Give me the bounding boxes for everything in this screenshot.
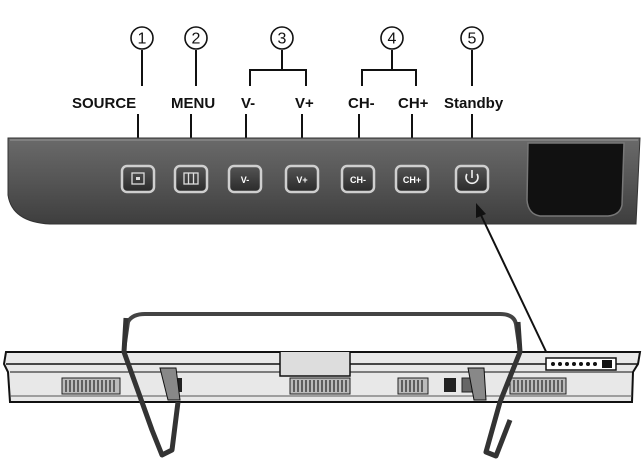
label-channel-up: CH+	[398, 95, 429, 112]
pointer-arrow	[476, 203, 551, 361]
channel-down-glyph: CH-	[350, 175, 366, 185]
label-channel-down: CH-	[348, 95, 375, 112]
source-button[interactable]	[120, 164, 156, 194]
callout-3: 3	[249, 26, 307, 86]
label-volume-up: V+	[295, 95, 314, 112]
menu-icon	[183, 172, 199, 185]
volume-up-button[interactable]: V+	[284, 164, 320, 194]
volume-down-button[interactable]: V-	[227, 164, 263, 194]
channel-down-button[interactable]: CH-	[340, 164, 376, 194]
label-menu: MENU	[171, 95, 215, 112]
callout-5-number: 5	[468, 31, 477, 48]
volume-down-glyph: V-	[241, 175, 250, 185]
callout-1: 1	[130, 26, 154, 86]
channel-up-glyph: CH+	[403, 175, 421, 185]
label-volume-down: V-	[241, 95, 255, 112]
callout-2: 2	[184, 26, 208, 86]
volume-up-glyph: V+	[296, 175, 307, 185]
channel-up-button[interactable]: CH+	[394, 164, 430, 194]
tv-bottom-view	[2, 312, 642, 459]
callout-1-number: 1	[138, 31, 147, 48]
callout-4: 4	[361, 26, 417, 86]
callout-3-number: 3	[278, 31, 287, 48]
power-icon	[465, 170, 479, 185]
menu-button[interactable]	[173, 164, 209, 194]
label-standby: Standby	[444, 95, 504, 112]
control-panel	[7, 137, 641, 225]
standby-button[interactable]	[454, 164, 490, 194]
source-icon	[131, 172, 145, 185]
callout-2-number: 2	[192, 31, 201, 48]
label-source: SOURCE	[72, 95, 136, 112]
callout-4-number: 4	[388, 31, 397, 48]
panel-recess	[526, 142, 625, 217]
callout-5: 5	[460, 26, 484, 86]
